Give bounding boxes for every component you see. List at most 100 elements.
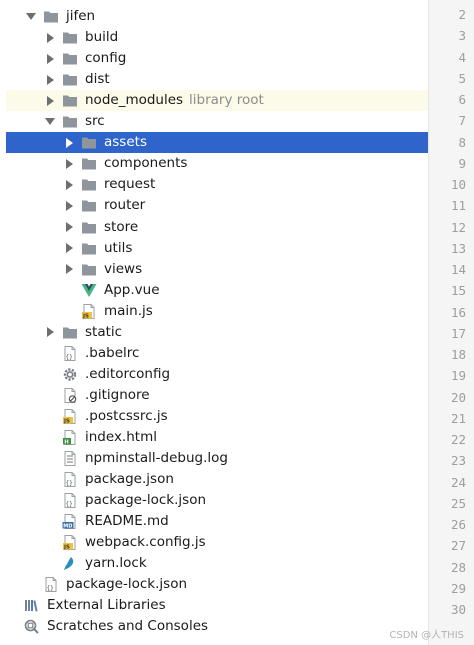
folder-icon	[81, 135, 97, 150]
expand-arrow-icon[interactable]	[45, 95, 55, 106]
line-number: 11	[450, 198, 466, 214]
tree-row-label: src	[85, 113, 105, 130]
tree-row-label: .editorconfig	[85, 365, 171, 382]
line-number: 3	[458, 28, 466, 44]
vue-file-icon	[81, 283, 97, 298]
expand-arrow-icon[interactable]	[64, 264, 74, 275]
folder-icon	[62, 325, 78, 340]
tree-row-external-libraries[interactable]: External Libraries	[6, 595, 428, 616]
svg-text:{}: {}	[47, 585, 54, 592]
tree-row-jifen[interactable]: jifen	[6, 6, 428, 27]
expand-arrow-icon[interactable]	[45, 74, 55, 85]
tree-row-label: request	[104, 176, 156, 193]
folder-icon	[81, 177, 97, 192]
tree-row-label: utils	[104, 239, 133, 256]
tree-row-webpack-config-js[interactable]: JS webpack.config.js	[6, 532, 428, 553]
tree-row-editorconfig[interactable]: .editorconfig	[6, 364, 428, 385]
expand-arrow-icon[interactable]	[64, 158, 74, 169]
tree-row-babelrc[interactable]: {} .babelrc	[6, 343, 428, 364]
tree-row-label: yarn.lock	[85, 555, 147, 572]
tree-row-label: main.js	[104, 302, 153, 319]
line-number: 18	[450, 347, 466, 362]
html-file-icon: H	[62, 430, 78, 446]
line-number: 21	[450, 410, 466, 426]
tree-row-scratches-and-consoles[interactable]: Scratches and Consoles	[6, 616, 428, 637]
tree-row-label: assets	[104, 134, 147, 151]
tree-row-index-html[interactable]: H index.html	[6, 427, 428, 448]
log-file-icon	[62, 451, 78, 467]
expand-arrow-icon[interactable]	[64, 243, 74, 254]
folder-icon	[81, 156, 97, 171]
line-number: 13	[450, 240, 466, 256]
json-file-icon: {}	[62, 493, 78, 509]
tree-row-dist[interactable]: dist	[6, 69, 428, 90]
tree-row-label: components	[104, 155, 188, 172]
folder-icon	[81, 241, 97, 256]
folder-icon	[62, 114, 78, 129]
line-number: 24	[450, 474, 466, 490]
line-number: 26	[450, 517, 466, 532]
tree-row-label: npminstall-debug.log	[85, 450, 228, 467]
svg-text:JS: JS	[82, 313, 89, 318]
expand-arrow-icon[interactable]	[64, 222, 74, 233]
js-file-icon: JS	[62, 408, 78, 425]
line-number: 22	[450, 432, 466, 447]
line-number: 29	[450, 580, 466, 596]
expand-arrow-icon[interactable]	[64, 137, 74, 148]
tree-row-yarn-lock[interactable]: yarn.lock	[6, 553, 428, 574]
tree-row-main-js[interactable]: JS main.js	[6, 301, 428, 322]
folder-icon	[62, 30, 78, 45]
tree-row-assets[interactable]: assets	[6, 132, 428, 154]
tree-row-store[interactable]: store	[6, 217, 428, 238]
tree-row-package-lock-json[interactable]: {} package-lock.json	[6, 490, 428, 511]
tree-row-views[interactable]: views	[6, 259, 428, 280]
tree-row-label: jifen	[66, 8, 96, 24]
line-number: 28	[450, 559, 466, 575]
line-number: 17	[450, 325, 466, 341]
json-file-icon: {}	[43, 577, 59, 593]
tree-row-gitignore[interactable]: .gitignore	[6, 385, 428, 406]
tree-row-package-json[interactable]: {} package.json	[6, 469, 428, 490]
expand-arrow-icon[interactable]	[64, 179, 74, 190]
tree-row-label: config	[85, 50, 127, 67]
expand-arrow-icon[interactable]	[45, 327, 55, 338]
tree-row-router[interactable]: router	[6, 195, 428, 216]
tree-row-request[interactable]: request	[6, 174, 428, 195]
expand-arrow-icon[interactable]	[45, 53, 55, 64]
line-number: 8	[458, 134, 466, 150]
tree-row-label: .babelrc	[85, 344, 140, 361]
svg-text:JS: JS	[63, 545, 70, 550]
js-file-icon: JS	[81, 303, 97, 319]
tree-row-readme-md[interactable]: MD README.md	[6, 511, 428, 532]
yarn-lock-icon	[62, 556, 78, 571]
tree-row-src[interactable]: src	[6, 111, 428, 132]
tree-row-label: External Libraries	[47, 597, 166, 614]
line-number: 19	[450, 368, 466, 384]
expand-arrow-icon[interactable]	[64, 200, 74, 211]
tree-row-label: webpack.config.js	[85, 534, 206, 551]
collapse-arrow-icon[interactable]	[26, 11, 36, 22]
watermark: CSDN @人THIS	[389, 630, 464, 641]
tree-row-npminstall-debug-log[interactable]: npminstall-debug.log	[6, 448, 428, 469]
tree-row-utils[interactable]: utils	[6, 238, 428, 259]
expand-arrow-icon[interactable]	[45, 32, 55, 43]
json-file-icon: {}	[62, 345, 78, 361]
line-number: 27	[450, 538, 466, 554]
tree-row-app-vue[interactable]: App.vue	[6, 280, 428, 301]
tree-row-static[interactable]: static	[6, 322, 428, 343]
collapse-arrow-icon[interactable]	[45, 116, 55, 127]
line-number: 9	[458, 155, 466, 171]
folder-icon	[81, 262, 97, 277]
tree-row-package-lock-json[interactable]: {} package-lock.json	[6, 574, 428, 595]
tree-row-label: .gitignore	[85, 386, 150, 403]
tree-row-label: views	[104, 260, 143, 277]
tree-row-label: index.html	[85, 429, 157, 445]
tree-row-components[interactable]: components	[6, 153, 428, 174]
tree-row-postcssrc-js[interactable]: JS .postcssrc.js	[6, 406, 428, 427]
tree-row-config[interactable]: config	[6, 48, 428, 69]
tree-row-build[interactable]: build	[6, 27, 428, 48]
folder-icon	[62, 93, 78, 108]
svg-text:JS: JS	[63, 419, 70, 424]
